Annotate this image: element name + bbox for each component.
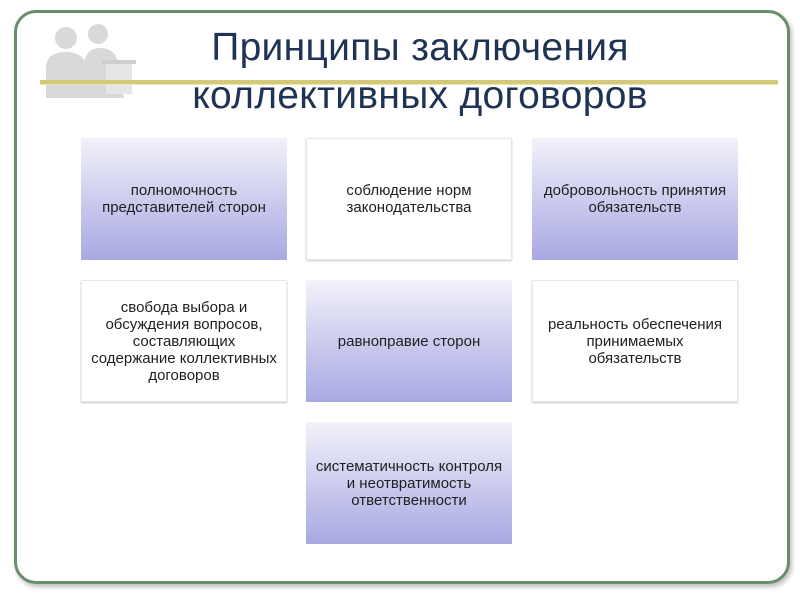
title-underline xyxy=(40,80,778,84)
slide-title: Принципы заключения коллективных договор… xyxy=(120,24,720,120)
principle-text: полномочность представителей сторон xyxy=(102,182,266,216)
principle-text: добровольность принятия обязательств xyxy=(543,182,727,216)
principle-text: равноправие сторон xyxy=(337,332,481,350)
principle-box: реальность обеспечения принимаемых обяза… xyxy=(532,280,738,402)
title-line-1: Принципы заключения xyxy=(211,26,629,69)
principle-box: соблюдение норм законодательства xyxy=(306,138,512,260)
principle-text: свобода выбора и обсуждения вопросов, со… xyxy=(91,298,277,384)
principle-text: систематичность контроля и неотвратимост… xyxy=(315,457,503,509)
principle-box: систематичность контроля и неотвратимост… xyxy=(306,422,512,544)
principle-box: добровольность принятия обязательств xyxy=(532,138,738,260)
business-people-silhouette-icon xyxy=(46,24,136,98)
principle-text: реальность обеспечения принимаемых обяза… xyxy=(547,315,723,367)
principle-box: свобода выбора и обсуждения вопросов, со… xyxy=(81,280,287,402)
principle-text: соблюдение норм законодательства xyxy=(346,182,472,216)
principle-box: равноправие сторон xyxy=(306,280,512,402)
title-underline-shadow xyxy=(40,84,778,85)
principle-box: полномочность представителей сторон xyxy=(81,138,287,260)
